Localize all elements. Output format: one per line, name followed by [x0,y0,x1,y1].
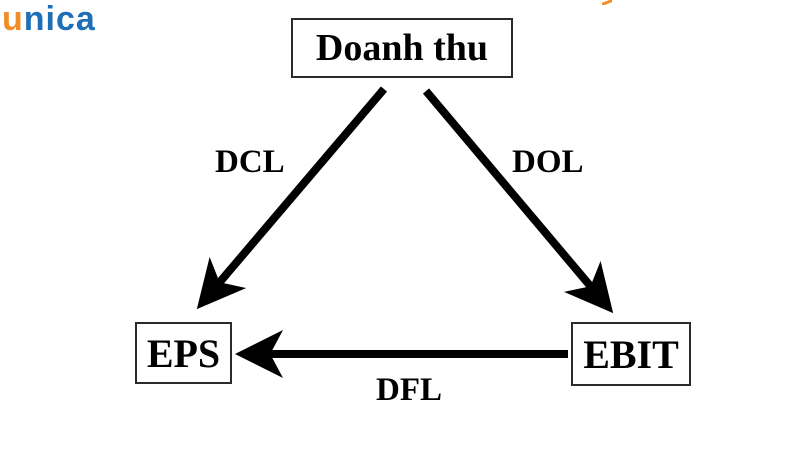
node-doanh-thu: Doanh thu [291,18,513,78]
edge-label-dcl: DCL [215,144,285,180]
edge-label-dol: DOL [512,144,584,180]
node-ebit-label: EBIT [583,331,679,377]
logo-text: nica [23,0,96,38]
arrow-doanhthu-to-ebit [422,88,614,314]
corner-decoration [602,0,612,5]
edge-label-dfl: DFL [376,372,442,408]
logo-accent-letter: u [2,0,24,38]
node-ebit: EBIT [571,322,691,386]
node-doanh-thu-label: Doanh thu [315,27,489,69]
unica-logo: unica [2,2,96,36]
node-eps-label: EPS [146,330,221,376]
arrow-doanhthu-to-eps [196,86,388,310]
node-eps: EPS [135,322,232,384]
